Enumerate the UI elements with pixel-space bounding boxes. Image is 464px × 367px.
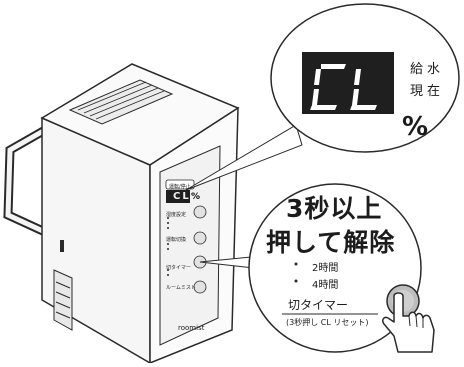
mode-button[interactable] <box>193 231 207 245</box>
indicator-dots <box>167 217 169 276</box>
brand-logo: roomist <box>178 324 205 332</box>
water-label: 給水 <box>410 62 445 77</box>
instruction-headline-line1: 3秒以上 <box>286 194 383 223</box>
instruction-callout-circle <box>248 183 422 353</box>
timer-hint: (3秒押し CL リセット) <box>286 318 369 327</box>
panel-humidity-label: 湿度設定 <box>166 212 187 218</box>
dot-4h <box>294 279 298 283</box>
panel-percent-sign: % <box>191 192 201 202</box>
humidity-button[interactable] <box>193 205 207 219</box>
option-2h-label: 2時間 <box>312 263 339 274</box>
timer-label: 切タイマー <box>288 298 349 312</box>
side-slot <box>60 240 64 252</box>
current-label: 現在 <box>410 84 445 99</box>
panel-display-text: CL <box>173 191 191 202</box>
panel-timer-label: 切タイマー <box>166 265 192 271</box>
operation-button[interactable] <box>165 179 195 190</box>
handle-inner <box>5 127 48 235</box>
segment-c <box>310 64 346 110</box>
panel-operation-label: 運転/停止 <box>169 184 191 190</box>
pointing-hand-icon <box>382 292 435 353</box>
top-vents <box>68 79 174 125</box>
side-grille <box>53 269 73 331</box>
panel-roommist-label: ルームミスト <box>166 285 196 291</box>
panel-mode-label: 運転切換 <box>166 237 187 243</box>
roommist-button[interactable] <box>193 280 207 294</box>
option-4h-label: 4時間 <box>312 280 339 291</box>
zoom-connector <box>185 124 303 191</box>
instruction-headline-line2: 押して解除 <box>266 228 396 257</box>
panel-display <box>166 190 190 203</box>
percent-sign: % <box>402 112 429 142</box>
dot-2h <box>294 262 298 266</box>
segment-l <box>350 69 377 110</box>
